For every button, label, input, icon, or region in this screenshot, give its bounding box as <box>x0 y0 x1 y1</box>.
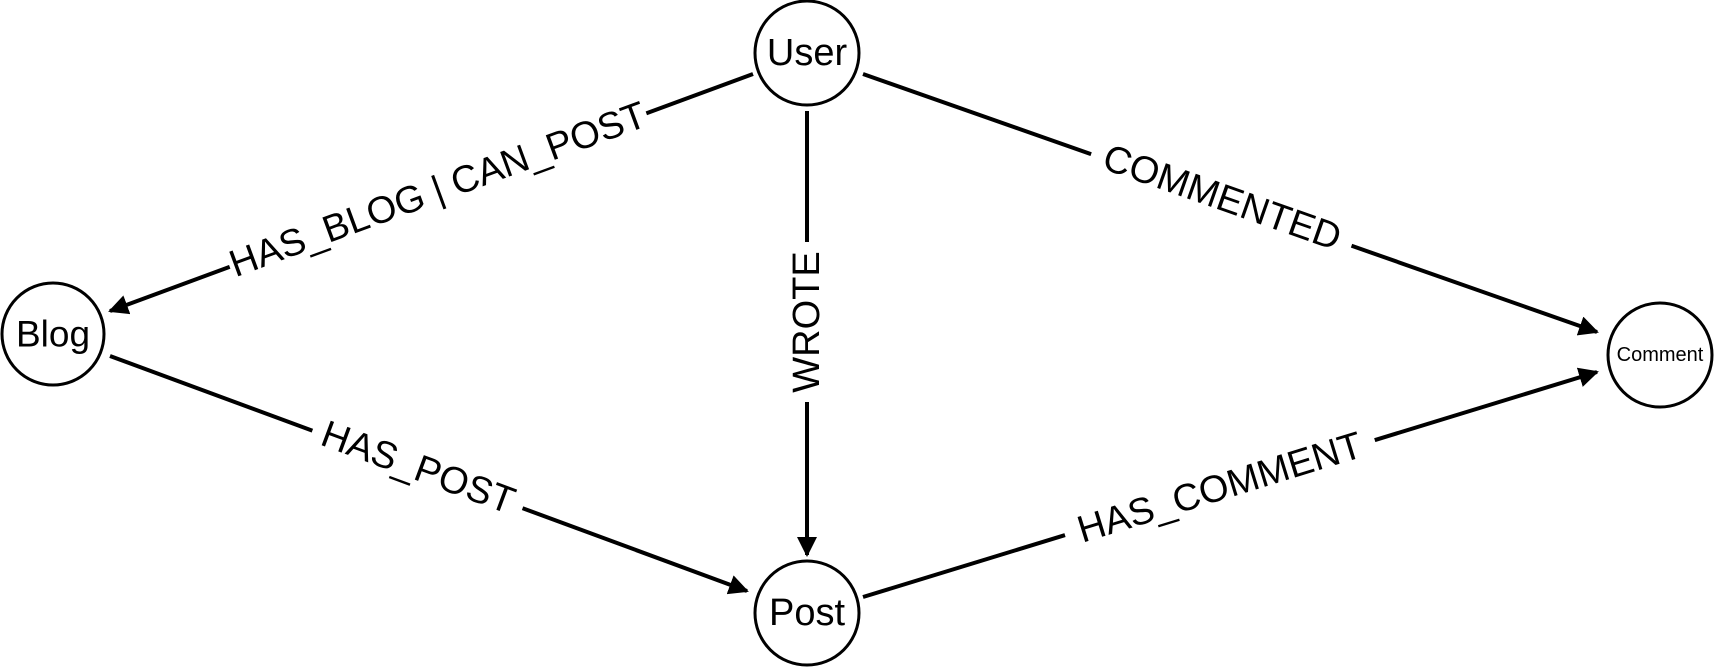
edge-label-wrote: WROTE <box>786 251 828 392</box>
node-post-label: Post <box>769 592 845 634</box>
node-blog: Blog <box>0 281 106 387</box>
edge-has-comment: HAS_COMMENT <box>862 367 1599 599</box>
edge-label-commented: COMMENTED <box>1098 137 1347 259</box>
edge-has-post: HAS_POST <box>109 354 749 595</box>
node-blog-circle <box>0 281 106 387</box>
node-user-label: User <box>767 32 848 74</box>
node-post-circle <box>753 559 861 667</box>
edge-label-has-comment: HAS_COMMENT <box>1073 424 1368 551</box>
node-comment-circle <box>1606 301 1714 409</box>
edge-has-blog: HAS_BLOG | CAN_POST <box>108 72 754 315</box>
edge-commented: COMMENTED <box>862 72 1599 336</box>
node-user: User <box>753 0 861 107</box>
node-comment: Comment <box>1606 301 1714 409</box>
node-blog-label: Blog <box>16 314 90 355</box>
edge-wrote: WROTE <box>781 111 833 557</box>
node-user-circle <box>753 0 861 107</box>
edge-label-has-blog: HAS_BLOG | CAN_POST <box>224 94 652 286</box>
node-post: Post <box>753 559 861 667</box>
node-comment-label: Comment <box>1617 344 1704 366</box>
